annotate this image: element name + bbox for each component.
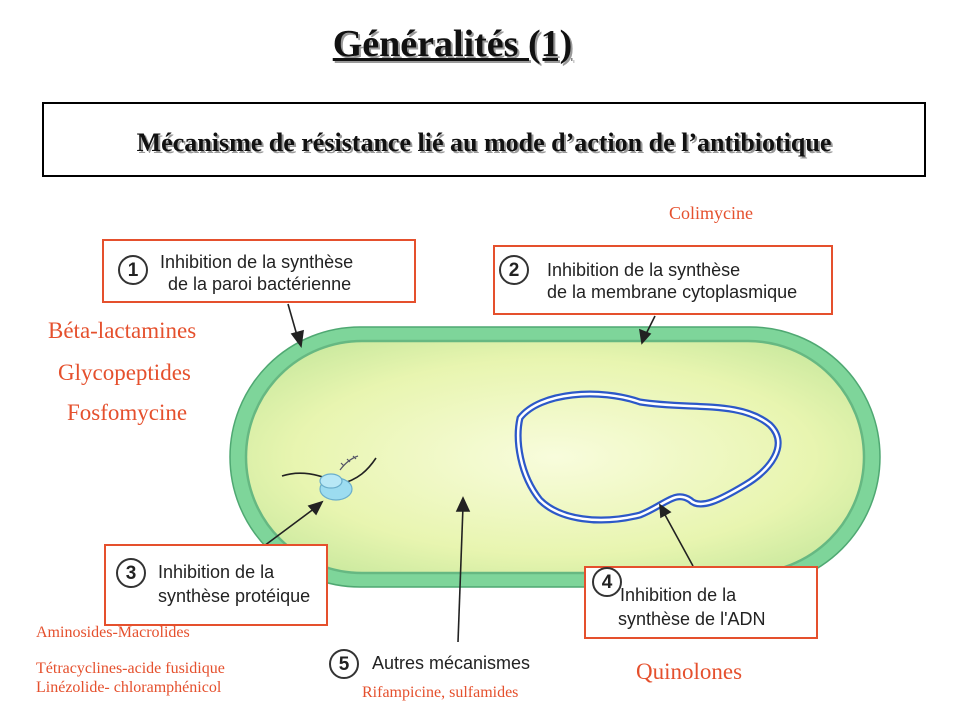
mechanism-2-line1: Inhibition de la synthèse [547, 260, 741, 280]
mechanism-1-line1: Inhibition de la synthèse [160, 252, 354, 272]
page-title: Généralités (1) [332, 23, 573, 65]
mechanism-4-box: Inhibition de la synthèse de l'ADN [584, 566, 818, 639]
ribosome-small [319, 473, 343, 489]
subtitle: Mécanisme de résistance lié au mode d’ac… [136, 128, 832, 157]
mechanism-3-box: 3 Inhibition de la synthèse protéique [104, 544, 328, 626]
mechanism-4-number: 4 [592, 567, 622, 597]
cytoplasm [244, 339, 866, 575]
drug-fosfomycine: Fosfomycine [67, 400, 188, 425]
mechanism-3-line2: synthèse protéique [158, 586, 311, 606]
drug-linezolide: Linézolide- chloramphénicol [36, 679, 222, 696]
drug-colimycine: Colimycine [669, 203, 753, 223]
mechanism-4-line1: Inhibition de la [620, 585, 737, 605]
mechanism-3-line1: Inhibition de la [158, 562, 275, 582]
mechanism-2-line2: de la membrane cytoplasmique [547, 282, 798, 302]
mechanism-1-box: 1 Inhibition de la synthèse de la paroi … [102, 239, 416, 303]
arrow-5 [457, 505, 464, 643]
mechanism-2-number: 2 [499, 255, 529, 285]
mechanism-1-line2: de la paroi bactérienne [168, 274, 352, 294]
drug-glycopeptides: Glycopeptides [58, 360, 191, 385]
mechanism-5-number: 5 [329, 649, 359, 679]
drug-beta-lactamines: Béta-lactamines [48, 318, 197, 343]
drug-rifampicine-sulfamides: Rifampicine, sulfamides [362, 684, 519, 701]
arrow-3 [263, 507, 316, 547]
mechanism-3-number: 3 [116, 558, 146, 588]
drug-quinolones: Quinolones [636, 659, 743, 684]
mechanism-5-label: Autres mécanismes [372, 653, 531, 673]
mechanism-4-line2: synthèse de l'ADN [618, 609, 766, 629]
drug-tetracyclines: Tétracyclines-acide fusidique [36, 660, 225, 677]
subtitle-frame [42, 102, 926, 177]
mechanism-2-box: Inhibition de la synthèse de la membrane… [493, 245, 833, 315]
mechanism-1-number: 1 [118, 255, 148, 285]
arrow-4 [663, 512, 694, 567]
drug-aminosides-macrolides: Aminosides-Macrolides [36, 624, 190, 641]
